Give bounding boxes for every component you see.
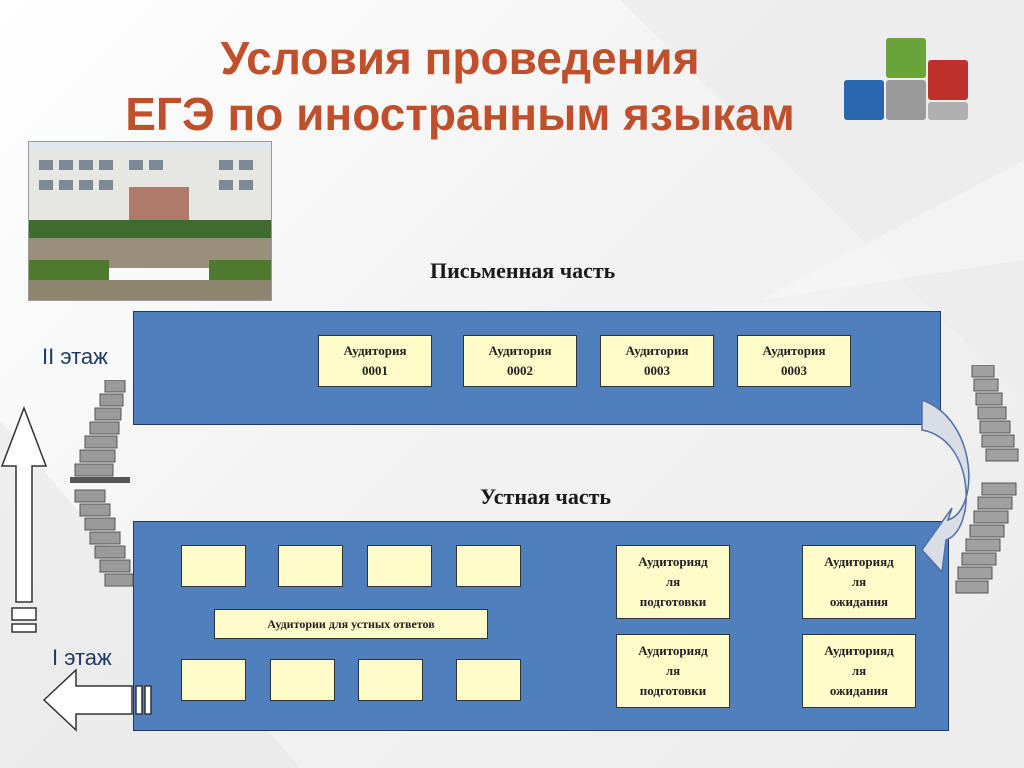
room-label: ожидания [829, 594, 889, 609]
curved-arrow-icon [921, 400, 970, 574]
oral-room [181, 659, 246, 701]
oral-room [358, 659, 423, 701]
oral-room [456, 659, 521, 701]
room-number: 0002 [507, 363, 533, 378]
written-part-label: Письменная часть [430, 258, 616, 283]
building-photo [28, 141, 272, 301]
logo-squares [844, 38, 970, 124]
staircase-icon [70, 380, 134, 587]
oral-room [270, 659, 335, 701]
wait-room-2: Аудиторияд ля ожидания [802, 634, 916, 708]
room-label: Аудиторияд [824, 643, 894, 658]
room-label: подготовки [639, 594, 707, 609]
title-line-1: Условия проведения [220, 32, 700, 84]
title-line-2: ЕГЭ по иностранным языкам [125, 88, 795, 140]
room-label: Аудитория [625, 343, 689, 358]
oral-answers-label-box: Аудитории для устных ответов [214, 609, 488, 639]
oral-room [367, 545, 432, 587]
room-label: ля [665, 574, 681, 589]
written-room-3: Аудитория 0003 [600, 335, 714, 387]
room-label: Аудитория [762, 343, 826, 358]
oral-room [181, 545, 246, 587]
room-label: Аудитория [488, 343, 552, 358]
written-room-4: Аудитория 0003 [737, 335, 851, 387]
room-label: Аудиторияд [638, 643, 708, 658]
written-room-2: Аудитория 0002 [463, 335, 577, 387]
room-label: ожидания [829, 683, 889, 698]
left-arrow-icon [42, 668, 152, 732]
page-title: Условия проведения ЕГЭ по иностранным яз… [60, 30, 860, 142]
room-number: 0003 [781, 363, 807, 378]
room-label: Аудиторияд [824, 554, 894, 569]
room-label: ля [665, 663, 681, 678]
oral-answers-label: Аудитории для устных ответов [267, 617, 435, 631]
room-number: 0003 [644, 363, 670, 378]
up-arrow-icon [0, 406, 48, 633]
staircase-icon [955, 365, 1019, 594]
room-label: подготовки [639, 683, 707, 698]
oral-room [456, 545, 521, 587]
room-label: Аудиторияд [638, 554, 708, 569]
wait-room-1: Аудиторияд ля ожидания [802, 545, 916, 619]
room-number: 0001 [362, 363, 388, 378]
oral-room [278, 545, 343, 587]
prep-room-2: Аудиторияд ля подготовки [616, 634, 730, 708]
floor-2-label: II этаж [42, 344, 108, 369]
oral-part-label: Устная часть [480, 484, 612, 509]
prep-room-1: Аудиторияд ля подготовки [616, 545, 730, 619]
room-label: ля [851, 574, 867, 589]
floor-1-label: I этаж [52, 645, 112, 670]
room-label: ля [851, 663, 867, 678]
room-label: Аудитория [343, 343, 407, 358]
written-room-1: Аудитория 0001 [318, 335, 432, 387]
